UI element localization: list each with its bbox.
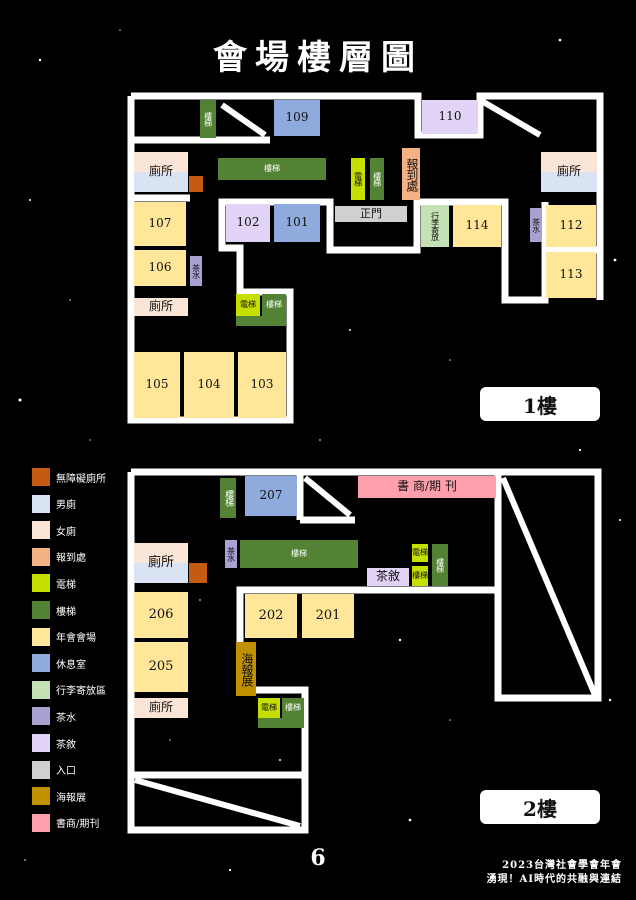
page-number: 6 [310, 845, 326, 871]
legend-label: 海報展 [56, 792, 86, 804]
elevator-icon: 電梯 [351, 158, 365, 200]
legend-item: 女廁 [32, 521, 76, 540]
room-103[interactable]: 103 [238, 352, 286, 418]
restroom-left-top[interactable]: 廁所 [134, 152, 188, 192]
legend-label: 電梯 [56, 579, 76, 591]
tea-station-right: 茶水 [530, 208, 542, 242]
elevator-bottom-2: 電梯 [258, 698, 280, 718]
legend-label: 男廁 [56, 500, 76, 512]
legend-item: 行李寄放區 [32, 680, 106, 699]
room-105[interactable]: 105 [134, 352, 180, 418]
legend-swatch [32, 627, 50, 646]
page-title: 會場樓層圖 [213, 38, 423, 78]
legend-label: 年會會場 [56, 633, 96, 645]
legend-label: 報到處 [56, 553, 86, 565]
floor1-label: 1樓 [480, 387, 600, 421]
stairs-long: 樓梯 [218, 158, 326, 180]
floor2-label: 2樓 [480, 790, 600, 824]
stairs-top-icon: 樓梯 [200, 100, 216, 138]
room-207[interactable]: 207 [245, 476, 297, 516]
luggage-storage[interactable]: 行李寄放 [421, 205, 449, 247]
legend-item: 書商/期刊 [32, 813, 100, 832]
legend-label: 休息室 [56, 659, 86, 671]
footer-line1: 2023台灣社會學會年會 [502, 860, 622, 871]
legend-swatch [32, 494, 50, 513]
bookstall-area[interactable]: 書 商/期 刊 [358, 476, 496, 498]
legend-label: 茶敘 [56, 739, 76, 751]
legend-item: 休息室 [32, 654, 86, 673]
legend-label: 書商/期刊 [56, 819, 100, 831]
room-102[interactable]: 102 [226, 204, 270, 242]
stairs-bottom-2-extension [258, 718, 304, 728]
legend-item: 男廁 [32, 494, 76, 513]
legend-swatch [32, 601, 50, 619]
stairs-long-2: 樓梯 [240, 540, 358, 568]
room-104[interactable]: 104 [184, 352, 234, 418]
elevator-2: 電梯 [412, 544, 428, 562]
legend-swatch [32, 680, 50, 699]
restroom-left-bottom[interactable]: 廁所 [134, 298, 188, 316]
elevator-bottom: 電梯 [236, 294, 260, 316]
restroom-right[interactable]: 廁所 [541, 152, 597, 192]
room-202[interactable]: 202 [245, 594, 297, 638]
room-110[interactable]: 110 [422, 100, 478, 134]
legend-swatch [32, 734, 50, 752]
room-101[interactable]: 101 [274, 204, 320, 242]
legend-label: 無障礙廁所 [56, 473, 106, 485]
legend-item: 電梯 [32, 574, 76, 593]
poster-exhibition[interactable]: 海報展 [236, 642, 256, 696]
stairs-bottom-extension [236, 316, 286, 326]
room-107[interactable]: 107 [134, 202, 186, 246]
room-206[interactable]: 206 [134, 592, 188, 638]
legend-label: 茶水 [56, 712, 76, 724]
stairs-top-2: 樓梯 [220, 478, 236, 518]
legend-item: 茶水 [32, 707, 76, 726]
legend-swatch [32, 547, 50, 566]
room-205[interactable]: 205 [134, 642, 188, 692]
legend-item: 無障礙廁所 [32, 468, 106, 486]
legend-swatch [32, 707, 50, 726]
legend-swatch [32, 468, 50, 486]
registration-desk[interactable]: 報到處 [402, 148, 420, 200]
main-entrance[interactable]: 正門 [335, 206, 407, 222]
room-106[interactable]: 106 [134, 250, 186, 286]
legend-swatch [32, 787, 50, 806]
restroom-top-2[interactable]: 廁所 [134, 543, 188, 583]
legend-swatch [32, 574, 50, 593]
legend-label: 女廁 [56, 526, 76, 538]
tea-break-area[interactable]: 茶敘 [367, 568, 409, 586]
legend-swatch [32, 654, 50, 673]
legend-label: 入口 [56, 766, 76, 778]
room-112[interactable]: 112 [546, 205, 596, 247]
room-113[interactable]: 113 [546, 252, 596, 298]
room-109[interactable]: 109 [274, 100, 320, 136]
accessible-restroom-2-icon [189, 563, 207, 583]
legend-label: 行李寄放區 [56, 686, 106, 698]
legend-item: 海報展 [32, 787, 86, 806]
legend-swatch [32, 760, 50, 779]
room-201[interactable]: 201 [302, 594, 354, 638]
footer-line2: 湧現！AI時代的共融與連結 [486, 874, 622, 885]
legend-item: 年會會場 [32, 627, 96, 646]
tea-station-2: 茶水 [225, 540, 237, 568]
legend-label: 樓梯 [56, 606, 76, 618]
restroom-bottom-2[interactable]: 廁所 [134, 698, 188, 718]
tea-station-left: 茶水 [190, 256, 202, 286]
accessible-restroom-icon [189, 176, 203, 192]
stairs-right-2: 樓梯 [432, 544, 448, 586]
stairs-bottom: 樓梯 [262, 294, 286, 316]
legend-swatch [32, 521, 50, 540]
stairs-icon: 樓梯 [370, 158, 384, 200]
legend-item: 樓梯 [32, 601, 76, 619]
legend-item: 茶敘 [32, 734, 76, 752]
legend-item: 報到處 [32, 547, 86, 566]
legend-swatch [32, 813, 50, 832]
elevator-2b: 樓梯 [412, 566, 428, 586]
room-114[interactable]: 114 [453, 205, 501, 247]
stairs-bottom-2: 樓梯 [282, 698, 304, 718]
legend-item: 入口 [32, 760, 76, 779]
